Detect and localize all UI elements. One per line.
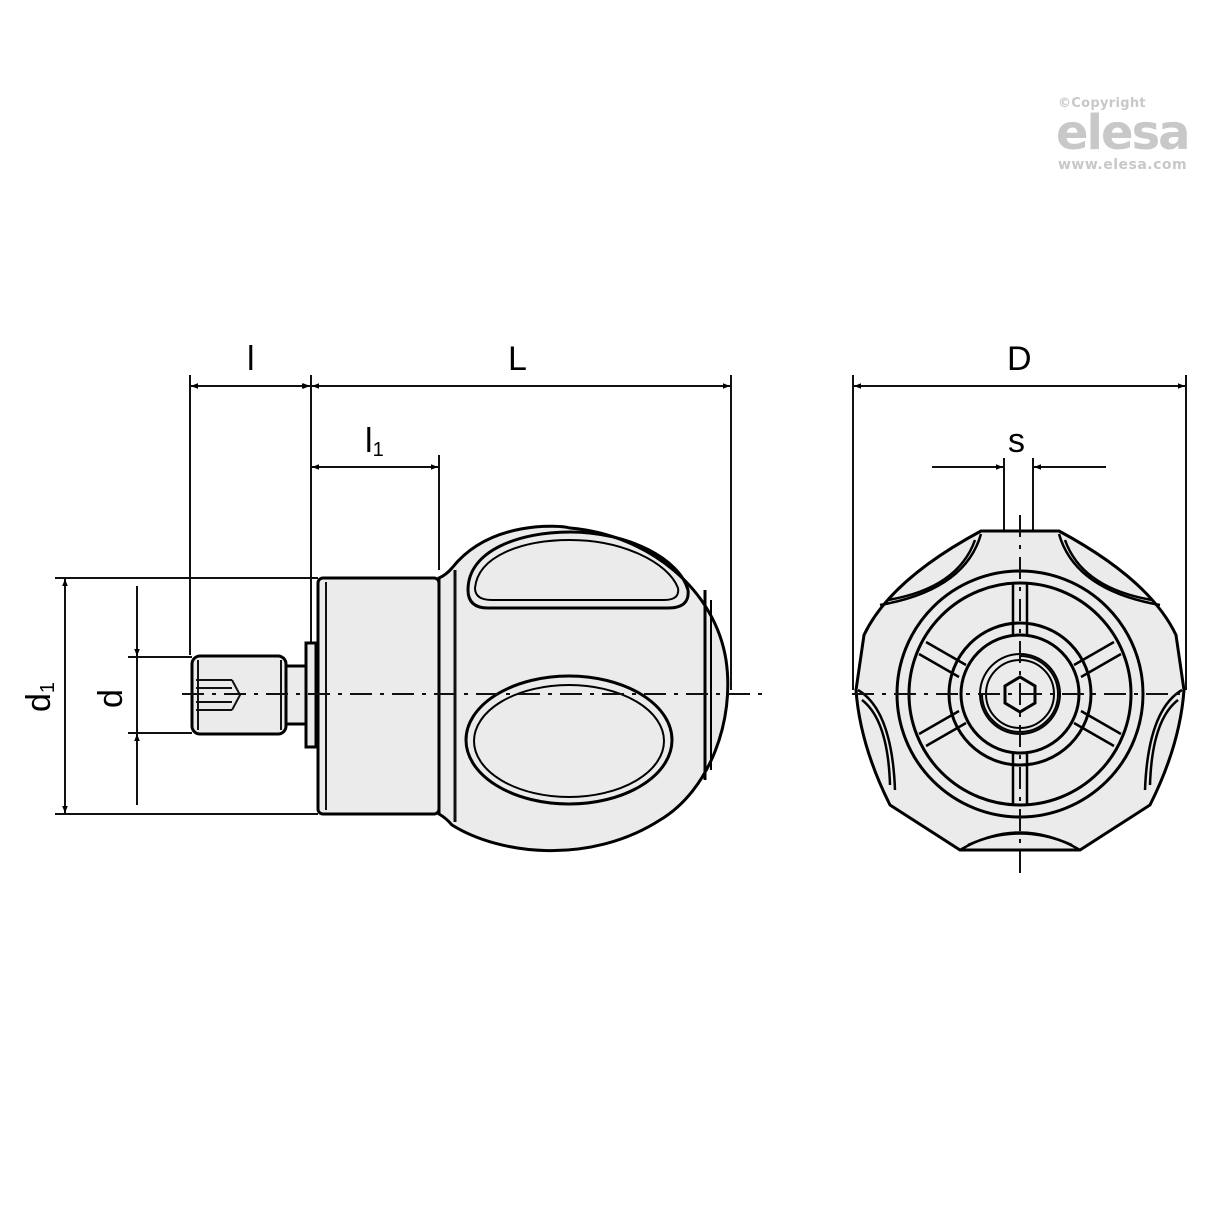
label-s: s [1008,422,1025,460]
label-l1: l1 [365,422,384,461]
label-d1: d1 [20,682,59,712]
dimension-D: D [854,340,1185,389]
knob-scallops [857,533,1183,852]
copyright-text: ©Copyright [1058,96,1146,111]
label-l: l [247,340,255,378]
knob-hub [316,576,441,816]
side-view: l L l1 d1 d [20,340,768,853]
dimension-l: l [191,340,310,389]
dimension-s: s [932,422,1106,470]
label-D: D [1007,340,1032,378]
knob-spokes [918,583,1122,805]
dimension-l1: l1 [312,422,438,470]
label-L: L [508,340,527,378]
brand-logo: elesa [1056,105,1191,161]
dimension-L: L [312,340,730,389]
dimension-d1: d1 [20,579,68,813]
end-view: D s [852,340,1188,880]
label-d: d [92,689,130,708]
website-url: www.elesa.com [1058,157,1188,173]
elesa-watermark: ©Copyright elesa www.elesa.com [1050,96,1200,173]
dimension-d: d [92,586,140,805]
knob-ball [437,524,730,853]
